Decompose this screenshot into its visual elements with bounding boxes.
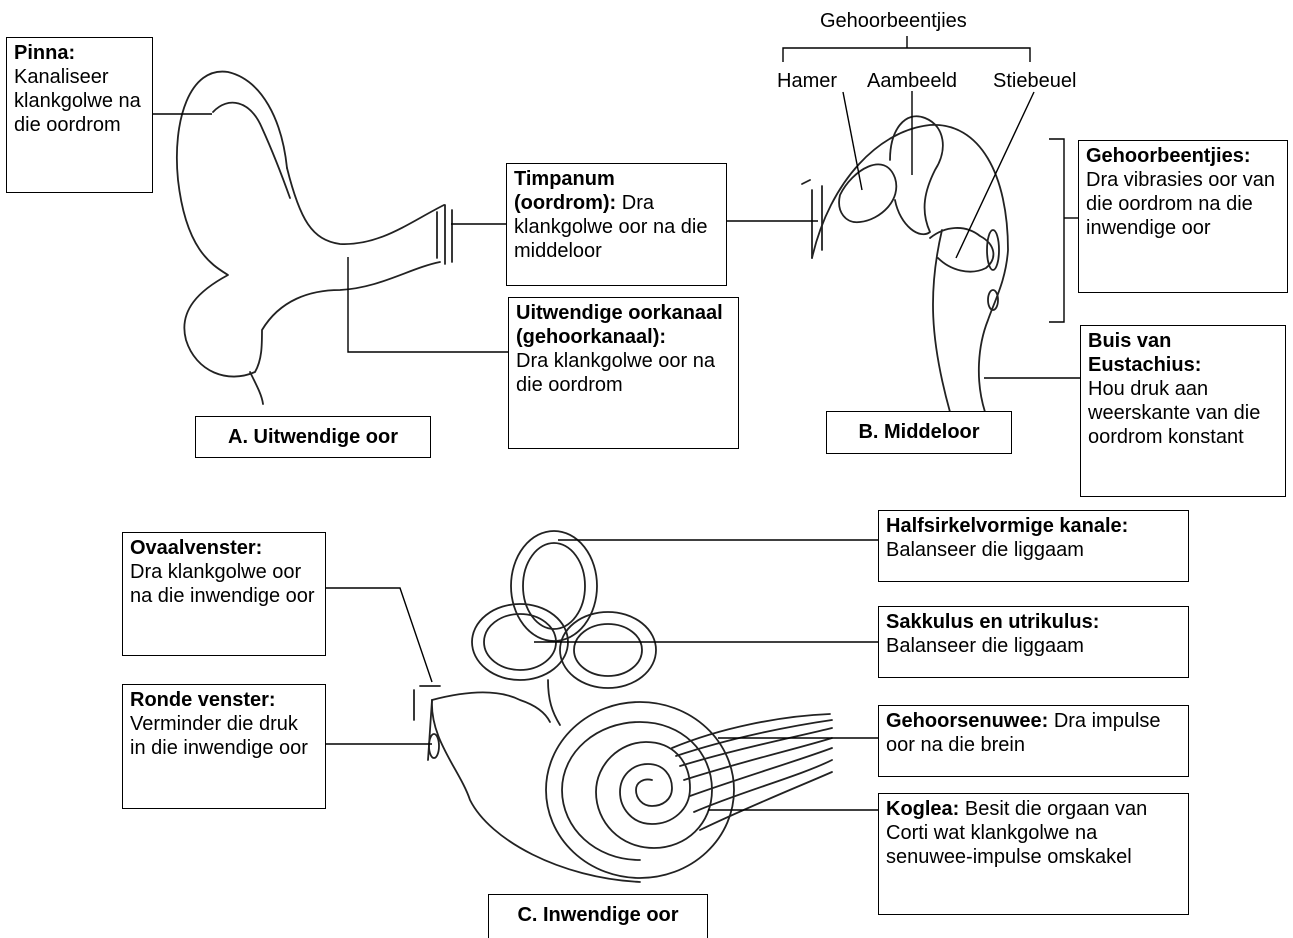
oval-window-title: Ovaalvenster: — [130, 537, 262, 559]
auditory-nerve-label-box: Gehoorsenuwee: Dra impulse oor na die br… — [878, 705, 1189, 777]
eustachian-tube-description: Hou druk aan weerskante van die oordrom … — [1088, 378, 1260, 448]
semicircular-canals-label-box: Halfsirkelvormige kanale: Balanseer die … — [878, 510, 1189, 582]
ossicles-group-label: Gehoorbeentjies — [820, 9, 967, 33]
sacculus-utriculus-label-box: Sakkulus en utrikulus: Balanseer die lig… — [878, 606, 1189, 678]
tympanum-title: Timpanum (oordrom): — [514, 168, 616, 214]
pinna-title: Pinna: — [14, 42, 75, 64]
outer-ear-caption: A. Uitwendige oor — [195, 416, 431, 458]
cochlea-label-box: Koglea: Besit die orgaan van Corti wat k… — [878, 793, 1189, 915]
oval-window-description: Dra klankgolwe oor na die inwendige oor — [130, 561, 315, 607]
pinna-description: Kanaliseer klankgolwe na die oordrom — [14, 66, 141, 136]
outer-ear-drawing — [177, 72, 452, 404]
stirrup-label: Stiebeuel — [993, 69, 1076, 93]
eustachian-tube-label-box: Buis van Eustachius: Hou druk aan weersk… — [1080, 325, 1286, 497]
tympanum-label-box: Timpanum (oordrom): Dra klankgolwe oor n… — [506, 163, 727, 286]
semicircular-canals-description: Balanseer die liggaam — [886, 539, 1084, 561]
eustachian-tube-title: Buis van Eustachius: — [1088, 330, 1201, 376]
semicircular-canals-title: Halfsirkelvormige kanale: — [886, 515, 1128, 537]
sacculus-utriculus-title: Sakkulus en utrikulus: — [886, 611, 1099, 633]
anvil-label: Aambeeld — [867, 69, 957, 93]
pinna-label-box: Pinna: Kanaliseer klankgolwe na die oord… — [6, 37, 153, 193]
auditory-nerve-title: Gehoorsenuwee: — [886, 710, 1048, 732]
round-window-label-box: Ronde venster: Verminder die druk in die… — [122, 684, 326, 809]
hammer-label: Hamer — [777, 69, 837, 93]
middle-ear-drawing — [802, 116, 1008, 412]
inner-ear-drawing — [414, 531, 832, 882]
ossicles-label-box: Gehoorbeentjies: Dra vibrasies oor van d… — [1078, 140, 1288, 293]
ossicles-title: Gehoorbeentjies: — [1086, 145, 1250, 167]
round-window-title: Ronde venster: — [130, 689, 276, 711]
ear-canal-title: Uitwendige oorkanaal (gehoorkanaal): — [516, 302, 723, 348]
ear-canal-label-box: Uitwendige oorkanaal (gehoorkanaal): Dra… — [508, 297, 739, 449]
cochlea-title: Koglea: — [886, 798, 959, 820]
oval-window-label-box: Ovaalvenster: Dra klankgolwe oor na die … — [122, 532, 326, 656]
ear-canal-description: Dra klankgolwe oor na die oordrom — [516, 350, 715, 396]
middle-ear-caption: B. Middeloor — [826, 411, 1012, 454]
sacculus-utriculus-description: Balanseer die liggaam — [886, 635, 1084, 657]
ossicles-description: Dra vibrasies oor van die oordrom na die… — [1086, 169, 1275, 239]
inner-ear-caption: C. Inwendige oor — [488, 894, 708, 938]
round-window-description: Verminder die druk in die inwendige oor — [130, 713, 308, 759]
